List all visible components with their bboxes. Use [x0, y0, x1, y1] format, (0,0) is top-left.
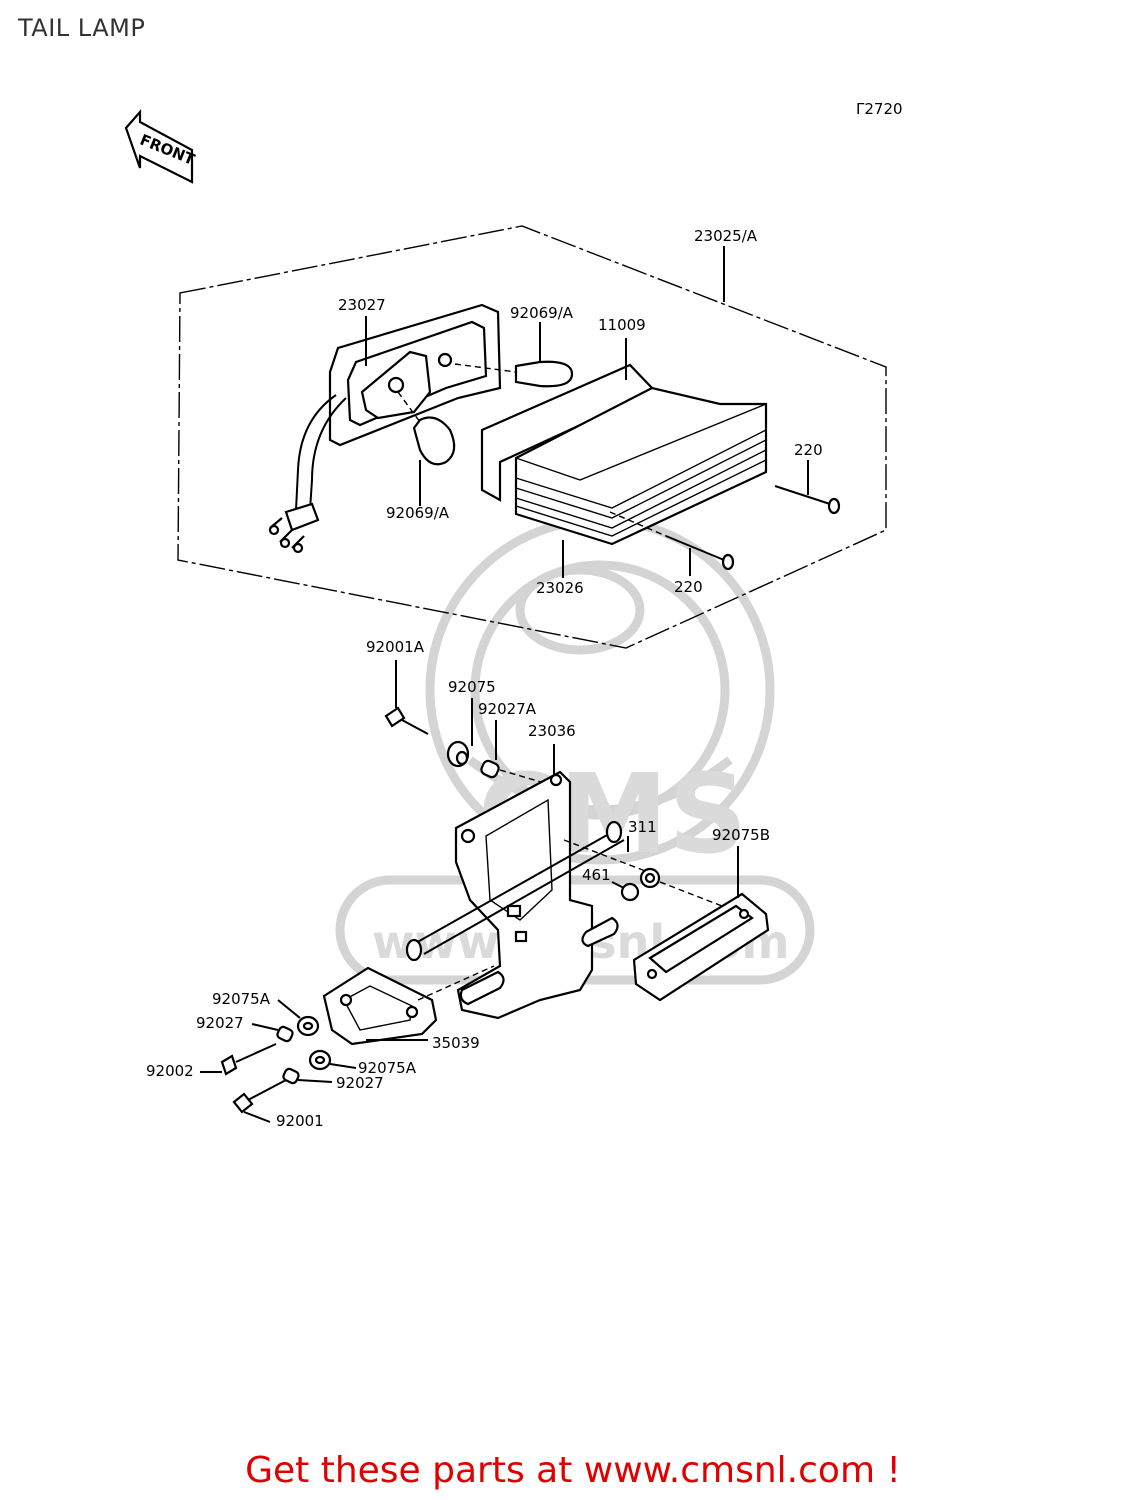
bolt-92001 — [232, 1079, 287, 1114]
label-92027-bottom: 92027 — [336, 1074, 384, 1092]
gasket-92075B — [632, 892, 770, 1002]
screw-220-bottom — [609, 511, 735, 571]
bulb-top-92069A — [454, 360, 574, 388]
label-92001A: 92001A — [366, 638, 425, 656]
label-92075B: 92075B — [712, 826, 770, 844]
label-92027A: 92027A — [478, 700, 537, 718]
leader-92001 — [243, 1111, 271, 1123]
front-arrow-icon: FRONT — [124, 109, 198, 184]
leader-92027-bottom — [297, 1079, 333, 1083]
label-92075A-bottom: 92075A — [358, 1059, 417, 1077]
dashed-guide-2 — [563, 839, 649, 873]
label-311: 311 — [628, 818, 657, 836]
dashed-guide-4 — [417, 965, 495, 1001]
bolt-92001A — [384, 706, 429, 735]
label-92075: 92075 — [448, 678, 496, 696]
label-11009: 11009 — [598, 316, 646, 334]
label-220-right: 220 — [794, 441, 823, 459]
page-title: TAIL LAMP — [18, 14, 146, 42]
diagram-code: Γ2720 — [856, 100, 903, 118]
lens-23026 — [514, 386, 768, 546]
leader-92027-top — [251, 1023, 279, 1031]
label-92075A-top: 92075A — [212, 990, 271, 1008]
label-23026: 23026 — [536, 579, 584, 597]
dashed-guide-3 — [659, 881, 723, 907]
lamp-base-23027 — [268, 303, 502, 554]
nut-461 — [620, 867, 661, 902]
label-92069A-bottom: 92069/A — [386, 504, 450, 522]
label-23036: 23036 — [528, 722, 576, 740]
leader-92075A-bottom — [329, 1063, 357, 1069]
grommet-92075 — [446, 740, 470, 768]
label-23027: 23027 — [338, 296, 386, 314]
leader-92075A-top — [277, 999, 301, 1019]
exploded-parts-diagram: CMS www.cmsnl.com FRONT Γ2720 — [124, 100, 903, 1130]
grommet-92075A-top — [296, 1015, 320, 1037]
label-92069A-top: 92069/A — [510, 304, 574, 322]
plate-35039 — [322, 966, 438, 1046]
label-220-bottom: 220 — [674, 578, 703, 596]
screw-220-right — [774, 485, 841, 515]
label-92001: 92001 — [276, 1112, 324, 1130]
screw-92002 — [220, 1043, 277, 1076]
label-92002: 92002 — [146, 1062, 194, 1080]
label-23025A: 23025/A — [694, 227, 758, 245]
footer-link-text[interactable]: Get these parts at www.cmsnl.com ! — [245, 1450, 901, 1491]
label-92027-top: 92027 — [196, 1014, 244, 1032]
collar-92027-top — [276, 1025, 294, 1043]
label-35039: 35039 — [432, 1034, 480, 1052]
label-461: 461 — [582, 866, 611, 884]
bracket-23036 — [454, 770, 619, 1020]
grommet-92075A-bottom — [308, 1049, 332, 1071]
collar-92027-bottom — [282, 1067, 300, 1085]
stud-311 — [405, 820, 625, 962]
assembly-boundary — [177, 225, 887, 649]
bulb-bottom-92069A — [397, 391, 456, 466]
leader-461 — [611, 881, 625, 889]
collar-92027A — [480, 759, 500, 779]
